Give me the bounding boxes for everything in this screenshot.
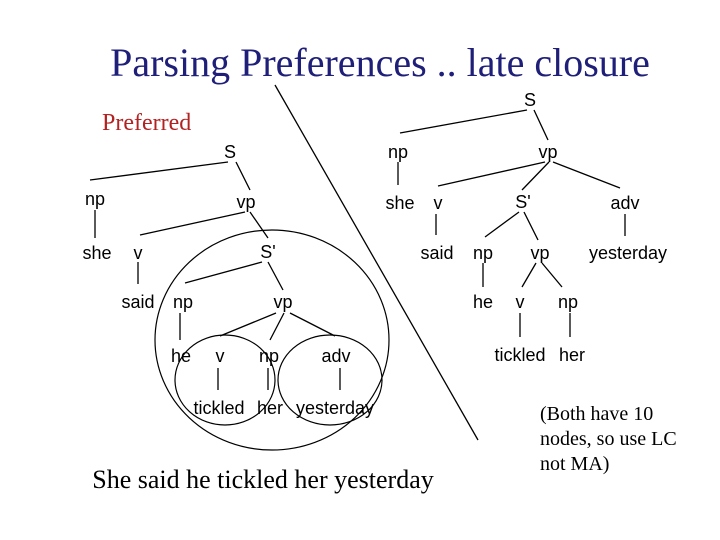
edge <box>219 312 277 337</box>
tree-node: np <box>558 292 578 312</box>
tree-node: tickled <box>494 345 545 365</box>
tree-node: vp <box>538 142 557 162</box>
tree-node: np <box>388 142 408 162</box>
small-circle <box>277 334 383 426</box>
tree-node: she <box>82 243 111 263</box>
tree-node: v <box>516 292 525 312</box>
tree-node: S' <box>260 242 275 262</box>
small-circle <box>174 334 276 426</box>
tree-node: np <box>173 292 193 312</box>
right-parse-tree: S np vp she v S' adv said np vp yesterda… <box>385 90 667 365</box>
tree-node: said <box>420 243 453 263</box>
tree-node: np <box>259 346 279 366</box>
tree-node: yesterday <box>589 243 667 263</box>
tree-node: her <box>257 398 283 418</box>
edge <box>521 161 550 191</box>
tree-node: said <box>121 292 154 312</box>
example-sentence: She said he tickled her yesterday <box>92 465 434 494</box>
edge <box>437 161 546 187</box>
tree-node: v <box>134 243 143 263</box>
tree-node: yesterday <box>296 398 374 418</box>
edge <box>533 109 549 141</box>
edge <box>484 211 520 238</box>
tree-node: S <box>524 90 536 110</box>
edge <box>399 109 528 134</box>
edge <box>269 312 285 341</box>
note-line: (Both have 10 <box>540 403 653 425</box>
tree-node: her <box>559 345 585 365</box>
tree-node: vp <box>273 292 292 312</box>
edge <box>521 262 537 288</box>
tree-node: adv <box>610 193 639 213</box>
tree-node: np <box>85 189 105 209</box>
tree-divider-line <box>274 84 479 441</box>
edge <box>235 161 251 191</box>
edge <box>139 211 246 236</box>
edge <box>523 211 539 241</box>
edge <box>89 161 229 181</box>
note-line: not MA) <box>540 453 609 475</box>
tree-node: v <box>434 193 443 213</box>
edge <box>267 261 284 291</box>
tree-node: adv <box>321 346 350 366</box>
edge <box>184 261 263 284</box>
edge <box>541 262 563 288</box>
tree-node: np <box>473 243 493 263</box>
tree-node: vp <box>530 243 549 263</box>
tree-node: vp <box>236 192 255 212</box>
tree-node: v <box>216 346 225 366</box>
edge <box>249 211 269 239</box>
tree-node: she <box>385 193 414 213</box>
note-line: nodes, so use LC <box>540 428 677 450</box>
edge <box>289 312 336 337</box>
edge <box>552 161 621 189</box>
tree-node: S <box>224 142 236 162</box>
left-parse-tree: S np vp she v S' said np vp he v np adv … <box>82 142 390 451</box>
tree-node: S' <box>515 192 530 212</box>
slide-title: Parsing Preferences .. late closure <box>110 40 650 85</box>
tree-node: he <box>171 346 191 366</box>
tree-node: tickled <box>193 398 244 418</box>
large-circle <box>154 229 390 451</box>
preferred-label: Preferred <box>102 110 191 136</box>
tree-node: he <box>473 292 493 312</box>
